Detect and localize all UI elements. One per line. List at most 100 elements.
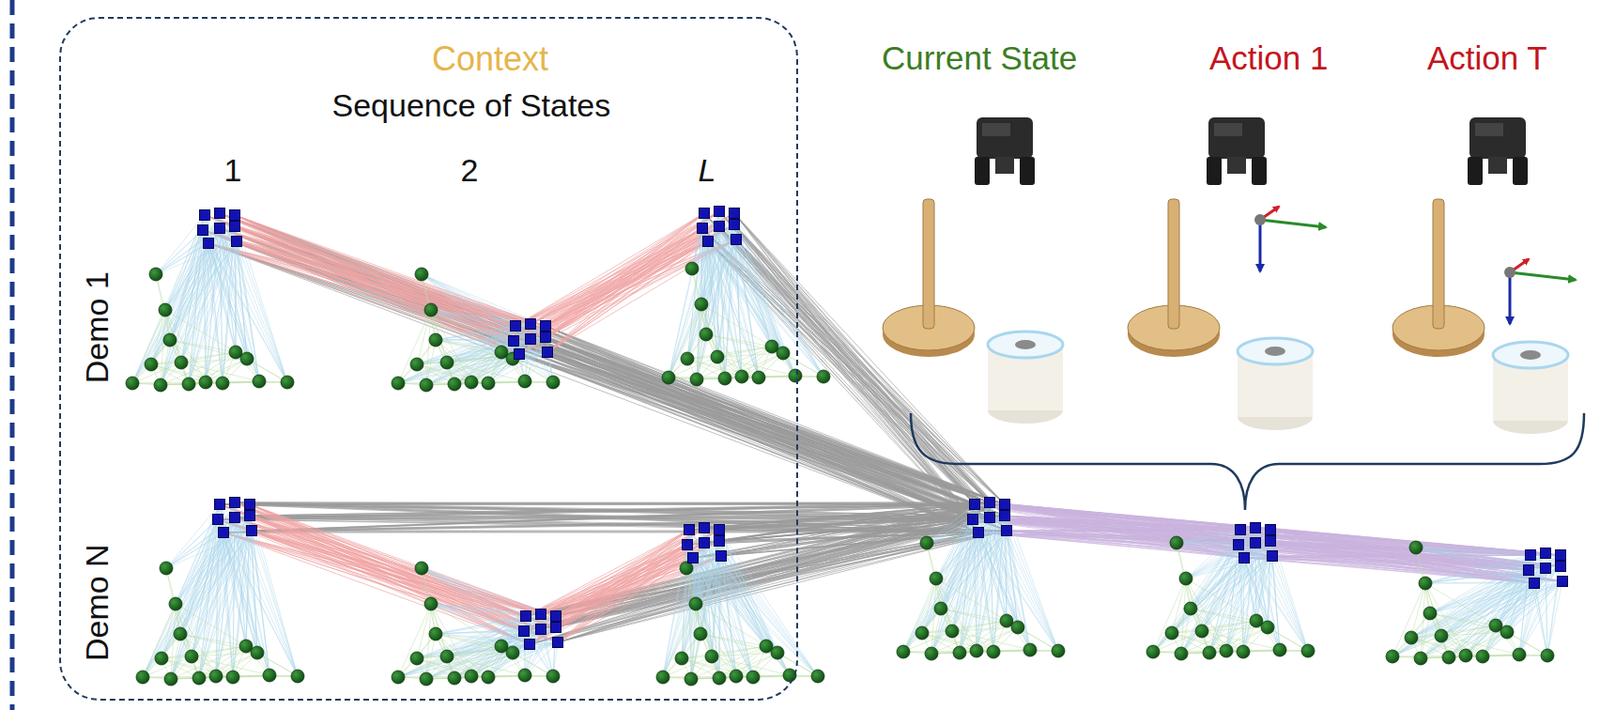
scene-point [759,639,773,653]
scene-edge [662,568,818,679]
scene-point [391,670,405,684]
scene-edge [142,568,298,679]
axis-z [1259,219,1262,272]
context-link [202,211,1007,645]
scene-point [440,649,454,663]
scene-edge [668,268,824,380]
scene-point [694,297,708,311]
scene-point [164,672,178,686]
scene-point [506,646,520,660]
step-number: L [698,153,717,188]
gripper-point [1233,539,1245,551]
scene-point [229,345,243,359]
gripper-point [203,238,215,249]
scene-point [920,536,934,550]
scene-point [291,669,305,683]
gripper-point [540,321,552,332]
scene-point [1409,540,1423,554]
scene-point [776,346,790,360]
gripper-point [245,499,256,510]
scene-point [1261,620,1275,634]
gripper-scene-edge [142,502,298,679]
scene-point [1011,620,1025,634]
gripper-point [729,208,740,219]
scene-point [447,377,462,391]
gripper-point [540,332,552,343]
scene-point [280,375,294,389]
roll-stand [1127,199,1220,357]
gripper-point [1540,563,1552,574]
gripper-point [714,524,725,536]
scene-point [712,671,726,685]
scene-point [546,375,560,389]
scene-point [424,303,438,317]
gripper-finger [974,156,990,185]
scene-point [735,369,749,384]
scene-point [718,371,732,385]
gripper-point [1265,524,1277,536]
scene-point [410,651,424,665]
scene-point [494,345,508,359]
scene-point [765,339,779,354]
gripper-point [1239,553,1250,564]
scene-point [675,651,689,665]
step-number: 1 [224,153,243,188]
scene-edge [398,274,554,385]
scene-point [1165,626,1179,640]
sequence-link [202,211,737,645]
gripper-finger [1467,156,1483,185]
scene-point [1051,644,1065,658]
gripper-point [1250,538,1262,549]
scene-edge [903,542,1059,654]
scene-point [415,267,429,281]
scene-point [215,376,230,390]
scene-point [1236,645,1250,659]
gripper-point [731,234,742,246]
gripper-point [215,223,226,234]
gripper-point [684,524,695,536]
context-heading: Context [431,40,549,78]
scene-point [896,645,910,659]
gripper-scene-edge [132,213,288,385]
scene-point [1146,645,1160,659]
axis-origin [1504,266,1516,278]
gripper-scene-edge [398,274,554,385]
gripper-center [995,156,1015,174]
gripper-plate [1475,123,1504,137]
scene-point [705,649,719,663]
scene-point [158,303,172,317]
scene-edge [1153,542,1308,654]
gripper-scene-edge [903,502,1059,654]
gripper-center [1227,156,1247,174]
gripper-scene-edge [398,568,558,679]
scene-point [163,333,177,347]
scene-point [182,377,196,391]
scene-point [1184,601,1198,616]
scene-point [410,357,424,371]
scene-point [1500,625,1514,639]
gripper-point [1557,576,1569,587]
scene-point [184,649,199,663]
gripper-point [699,538,710,549]
gripper-point [1555,550,1567,561]
context-box: ContextSequence of States [59,16,799,701]
scene-point [1219,644,1233,658]
gripper-scene-edge [662,527,818,679]
gripper-point [218,527,230,539]
scene-point [699,327,713,341]
scene-point [1169,536,1184,550]
roll-hole [1015,339,1036,350]
gripper-point [521,611,532,622]
axis-y [1509,272,1576,280]
roll-hole [1520,350,1541,360]
scene-point [1195,624,1209,638]
gripper-point [1540,548,1552,559]
gripper-point [230,512,241,524]
gripper-point [524,639,536,650]
scene-point [481,670,495,684]
scene-point [440,355,454,370]
graph-layer [125,206,1569,687]
scene-point [125,376,139,390]
gripper-point [968,514,979,525]
gripper-point [699,523,710,534]
